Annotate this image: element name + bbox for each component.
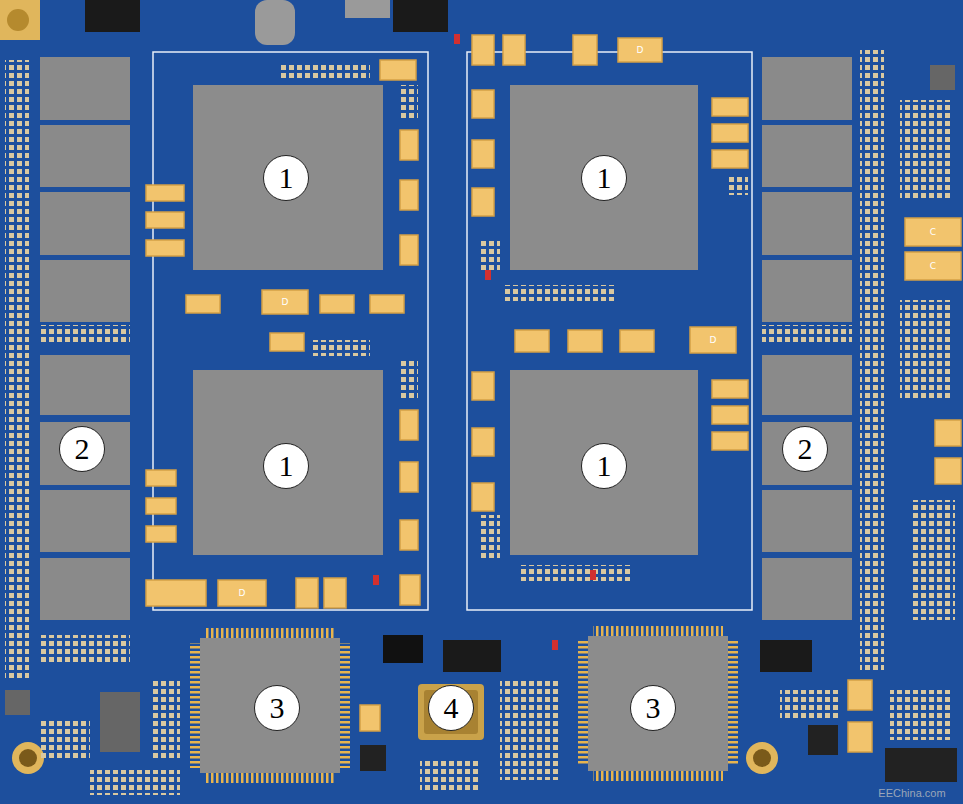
callout-number: 4 (428, 685, 474, 731)
callout-number: 1 (263, 155, 309, 201)
callout-number: 1 (263, 443, 309, 489)
callout-number: 3 (254, 685, 300, 731)
watermark: EEChina.com (878, 787, 945, 799)
capacitor-marking: D (710, 335, 717, 345)
capacitor-marking: D (282, 297, 289, 307)
callout-number: 2 (782, 426, 828, 472)
capacitor-marking: C (930, 261, 936, 271)
callout-number: 1 (581, 155, 627, 201)
capacitor-marking: D (637, 45, 644, 55)
callout-number: 2 (59, 426, 105, 472)
capacitor-marking: D (239, 588, 246, 598)
capacitor-marking: C (930, 227, 936, 237)
callout-number: 1 (581, 443, 627, 489)
callout-number: 3 (630, 685, 676, 731)
